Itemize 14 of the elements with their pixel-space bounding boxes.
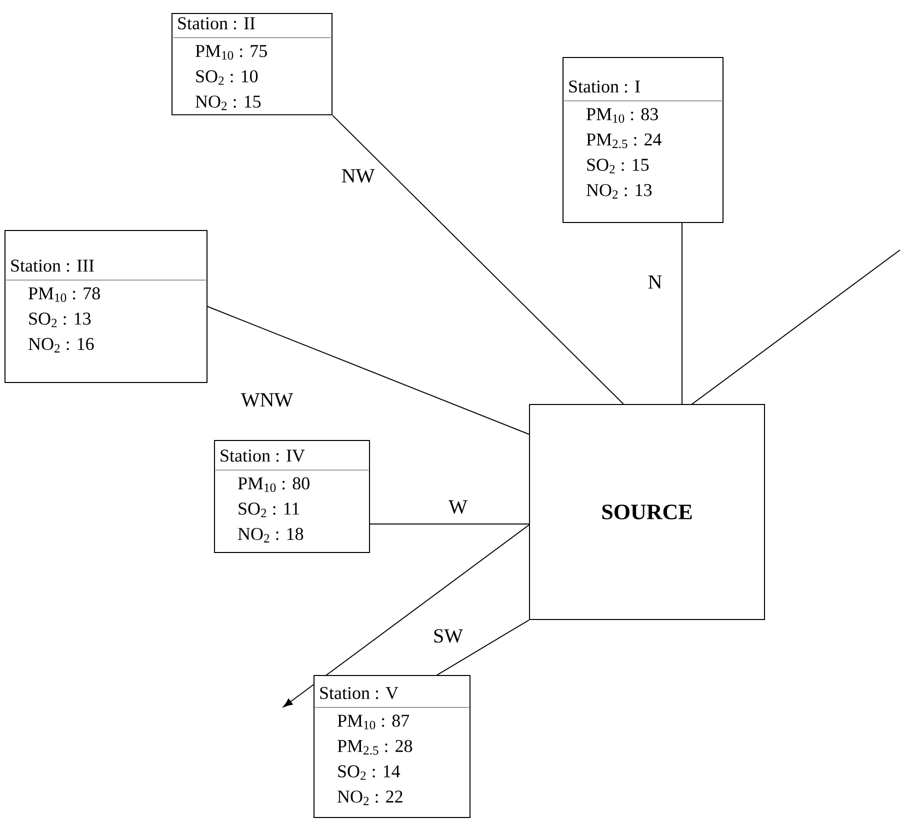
edge-label: W xyxy=(448,499,468,515)
connector-line xyxy=(332,114,624,404)
station-table: Station : III PM$_{10}$ : 78 SO$_{2}$ : 13 NO$_{2}$ : 16 xyxy=(4,230,208,383)
station-table: Station : I PM$_{10}$ : 83 PM$_{2.5}$ : 24 SO$_{2}$ : 15 NO$_{2}$ : 13 xyxy=(562,57,724,223)
edge-label: NW xyxy=(340,168,376,184)
edge-label: N xyxy=(646,274,664,290)
connector-line xyxy=(207,306,530,435)
station-table: Station : V PM$_{10}$ : 87 PM$_{2.5}$ : 28 SO$_{2}$ : 14 NO$_{2}$ : 22 xyxy=(314,675,470,818)
edge-label: SW xyxy=(432,628,464,644)
station-table: Station : II PM$_{10}$ : 75 SO$_{2}$ : 10 NO$_{2}$ : 15 xyxy=(172,13,332,116)
station-table: Station : IV PM$_{10}$ : 80 SO$_{2}$ : 11 NO$_{2}$ : 18 xyxy=(214,440,370,553)
connector-line xyxy=(436,620,530,676)
source-box: SOURCE xyxy=(529,404,765,620)
edge-label: WNW xyxy=(240,392,294,408)
